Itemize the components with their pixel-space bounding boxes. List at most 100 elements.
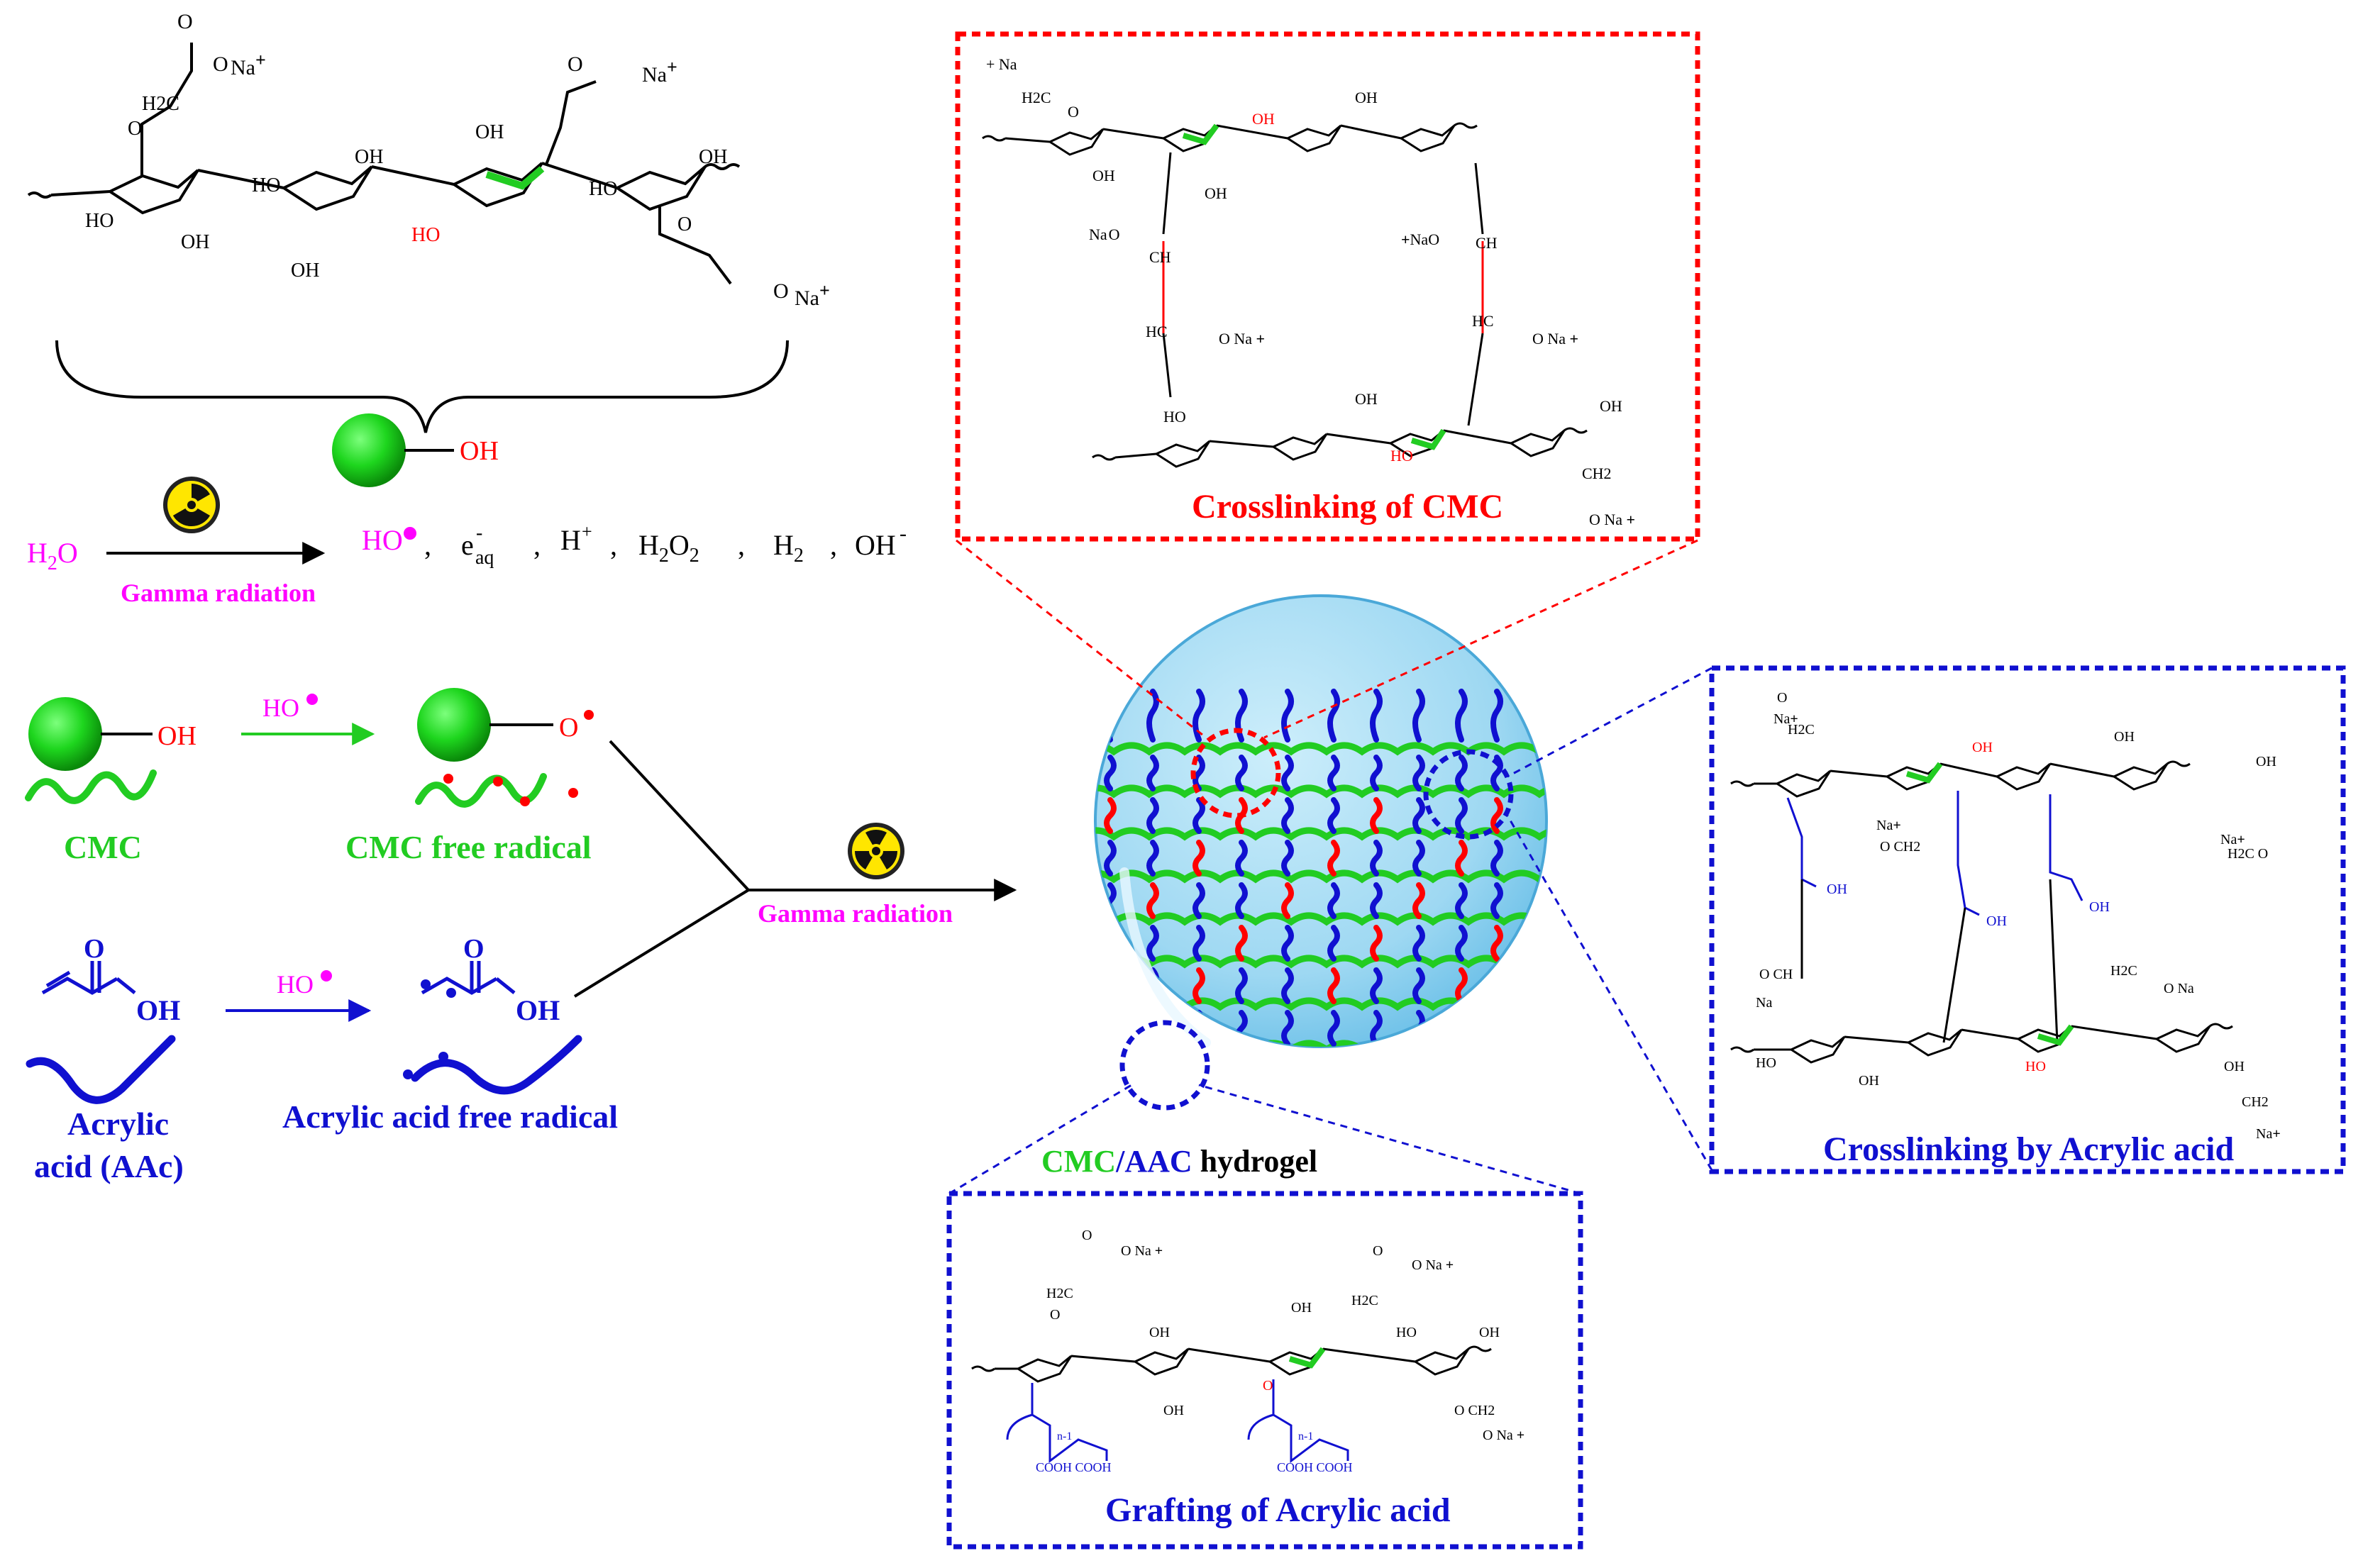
svg-text:OH: OH (1972, 740, 1993, 755)
svg-text:+: + (582, 521, 592, 542)
aac-chain-icon (1327, 689, 1340, 743)
chem-text: O (177, 10, 193, 33)
crosslinking-aac-box (1709, 665, 2346, 1174)
hydrogel-label: CMC/AAC hydrogel (1041, 1144, 1317, 1179)
aac-chain-icon (1192, 925, 1205, 962)
chem-text: O (677, 213, 692, 235)
cmc-crosslink (1412, 882, 1425, 919)
gamma-radiation-label-center: Gamma radiation (758, 899, 953, 928)
svg-text:HO: HO (2025, 1059, 2046, 1074)
svg-text:O: O (1050, 1307, 1060, 1323)
crosslinking-cmc-title: Crosslinking of CMC (1192, 488, 1503, 526)
aac-label-line2: acid (AAc) (34, 1148, 184, 1184)
aac-chain-icon (1281, 925, 1294, 962)
grafting-title: Grafting of Acrylic acid (1105, 1491, 1451, 1529)
svg-text:O: O (1082, 1228, 1092, 1243)
cmc-crosslink (1192, 840, 1205, 877)
aac-chain-icon (1281, 755, 1294, 791)
crosslinking-cmc-box (955, 31, 1700, 542)
aac-chain-icon (1235, 882, 1248, 919)
cmc-crosslink (1370, 925, 1383, 962)
cmc-crosslink (1327, 967, 1340, 1004)
svg-text:Na+: Na+ (1876, 818, 1901, 833)
crosslinking-aac-labels: O Na+ H2C OH OH OH Na+ O CH2 Na+ H2C O O… (1756, 690, 2281, 1142)
svg-text:e: e (461, 529, 474, 561)
svg-text:H2C O: H2C O (2228, 846, 2268, 862)
cmc-crosslink (1146, 882, 1159, 919)
svg-text:OH: OH (1092, 167, 1115, 184)
cmc-structure: O Na+ O H2C O HO OH HO OH OH OH HO HO OH… (27, 10, 830, 433)
svg-text:OH: OH (2256, 754, 2276, 769)
cmc-crosslink (1490, 797, 1503, 834)
chem-text: OH (136, 994, 180, 1026)
svg-text:HO: HO (1390, 447, 1413, 465)
svg-text:OH: OH (1163, 1403, 1184, 1418)
svg-text:OH: OH (1479, 1325, 1500, 1340)
aac-chain-icon (1455, 1010, 1468, 1047)
aac-chain-icon (1370, 755, 1383, 791)
aac-chain-icon (1192, 755, 1205, 791)
cmc-sphere-icon (28, 697, 102, 771)
aac-chain-icon (1370, 689, 1383, 743)
svg-text:,: , (610, 529, 617, 561)
aac-chain-icon (1455, 689, 1468, 743)
cmc-chain-icon (1095, 912, 1546, 926)
chem-text: OH (475, 121, 504, 143)
svg-text:O Na +: O Na + (1532, 330, 1578, 347)
crosslinking-aac-title: Crosslinking by Acrylic acid (1823, 1130, 2234, 1168)
aac-chain-icon (1412, 925, 1425, 962)
svg-text:,: , (533, 529, 541, 561)
svg-text:OH: OH (1986, 913, 2007, 929)
aac-chain-icon (1370, 882, 1383, 919)
chem-text: O (213, 52, 228, 76)
svg-text:O CH2: O CH2 (1880, 839, 1920, 855)
svg-text:O Na +: O Na + (1412, 1257, 1454, 1273)
acrylic-acid-structure (41, 961, 136, 995)
aac-chain-icon (1455, 797, 1468, 834)
svg-text:O: O (1373, 1243, 1383, 1259)
svg-text:CH2: CH2 (2242, 1094, 2269, 1110)
svg-text:H2C: H2C (1351, 1293, 1378, 1308)
aac-chain-icon (1281, 967, 1294, 1004)
aac-chain-icon (1104, 755, 1117, 791)
ho-radical-label: HO (277, 970, 314, 999)
grafting-box (946, 1191, 1583, 1550)
cmc-crosslink (1490, 925, 1503, 962)
cmc-crosslink (1455, 967, 1468, 1004)
cmc-chain-icon (1095, 784, 1546, 799)
cmc-crosslink (1370, 797, 1383, 834)
svg-text:,: , (424, 529, 431, 561)
svg-text:HO: HO (1756, 1055, 1776, 1071)
aac-chain-icon (1490, 882, 1503, 919)
aac-radical-label: Acrylic acid free radical (282, 1099, 618, 1135)
svg-text:n-1: n-1 (1298, 1430, 1313, 1442)
chem-text: OH (355, 146, 383, 168)
chem-text: Na+ (795, 280, 830, 310)
aac-chain-icon (1490, 840, 1503, 877)
aac-chain-icon (1327, 755, 1340, 791)
aac-chain-icon (1455, 755, 1468, 791)
svg-text:Na: Na (1756, 995, 1772, 1011)
aac-chain-icon (1490, 967, 1503, 1004)
svg-text:H: H (560, 524, 581, 556)
svg-text:OH: OH (2114, 729, 2135, 745)
svg-text:H2C: H2C (1022, 89, 1051, 106)
chem-text: OH (291, 260, 319, 282)
svg-text:CH: CH (1149, 248, 1171, 266)
chem-text: O (128, 118, 142, 140)
cmc-chain-icon (25, 769, 157, 804)
chem-text: Na+ (642, 57, 677, 87)
aac-chain-icon (1192, 882, 1205, 919)
chem-text: HO (85, 210, 114, 232)
aac-chain-icon (1412, 689, 1425, 743)
svg-text:OH: OH (1600, 397, 1622, 415)
cmc-crosslink (1327, 840, 1340, 877)
svg-text:CH: CH (1476, 234, 1498, 252)
svg-text:OH: OH (2089, 899, 2110, 915)
oh-label: OH (460, 436, 499, 466)
cmc-chain-icon (1095, 955, 1546, 969)
svg-text:O: O (1777, 690, 1787, 706)
svg-text:O Na +: O Na + (1121, 1243, 1163, 1259)
acrylic-acid-radical-structure (421, 961, 516, 995)
